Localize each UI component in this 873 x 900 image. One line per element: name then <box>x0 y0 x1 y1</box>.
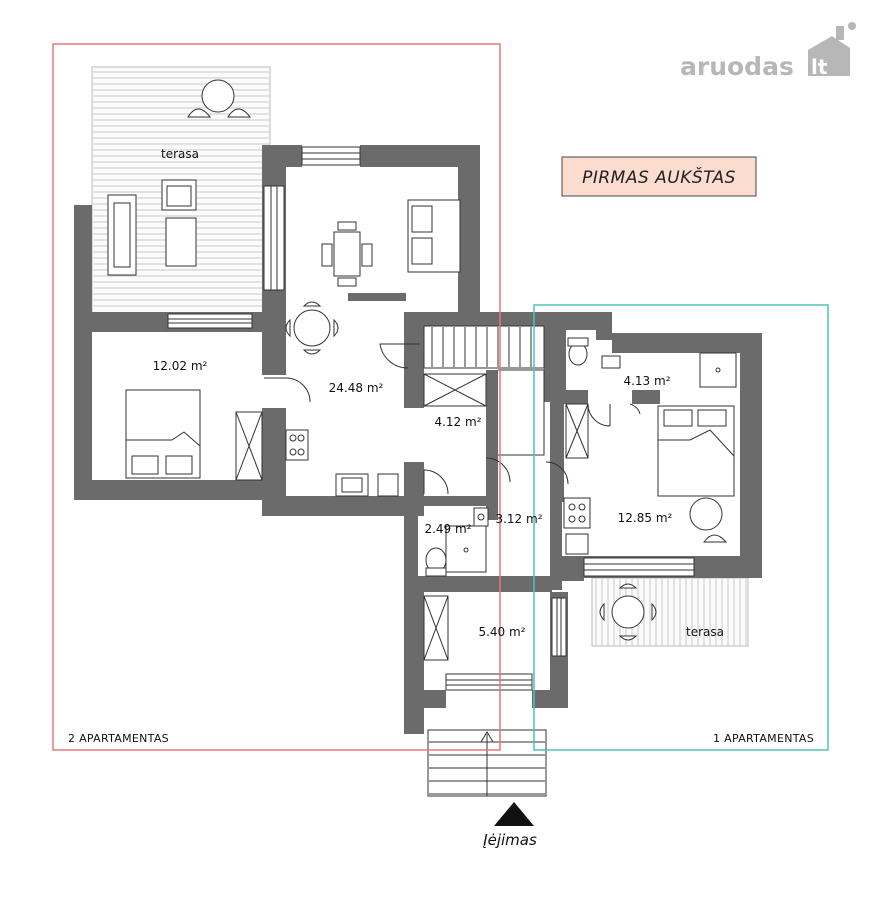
floor-title-box: PIRMAS AUKŠTAS <box>561 156 757 197</box>
windows <box>167 146 695 691</box>
apartment-1-outline: 1 APARTAMENTAS <box>533 304 829 751</box>
bathroom-right-fixtures <box>567 337 737 388</box>
room-label-hall-upper: 4.12 m² <box>434 415 481 429</box>
doors <box>264 377 641 495</box>
house-icon <box>808 22 856 76</box>
room-label-corridor: 3.12 m² <box>495 512 542 526</box>
living-furniture <box>285 199 461 355</box>
room-label-bathroom-right: 4.13 m² <box>623 374 670 388</box>
entrance-label: Įėjimas <box>482 831 537 849</box>
apartment-1-label: 1 APARTAMENTAS <box>713 732 814 745</box>
logo-text: aruodas <box>680 52 794 81</box>
stairs <box>379 325 545 456</box>
room-label-bathroom-left: 2.49 m² <box>424 522 471 536</box>
terrace-furniture-right <box>599 583 657 641</box>
apartment-2-label: 2 APARTAMENTAS <box>68 732 169 745</box>
room-label-living-kitchen: 24.48 m² <box>329 381 384 395</box>
room-label-studio-right: 12.85 m² <box>618 511 673 525</box>
terrace-furniture-left <box>107 79 252 276</box>
room-label-bedroom-left: 12.02 m² <box>153 359 208 373</box>
room-label-terrace-left: terasa <box>161 147 199 161</box>
floor-title: PIRMAS AUKŠTAS <box>582 166 736 188</box>
bathroom-left-fixtures <box>425 507 489 577</box>
entry-wardrobe <box>423 595 449 661</box>
studio-right-furniture <box>563 403 735 555</box>
room-label-terrace-right: terasa <box>686 625 724 639</box>
apartment-2-outline: 2 APARTAMENTAS <box>52 43 501 751</box>
left-bedroom-furniture <box>125 389 263 481</box>
entrance-stairs: Įėjimas <box>427 729 547 849</box>
kitchen-left <box>285 429 399 497</box>
aruodas-logo: aruodas lt <box>680 22 856 81</box>
entrance-arrow-icon <box>494 802 534 826</box>
logo-suffix: lt <box>811 55 828 79</box>
room-labels: terasa 12.02 m² 24.48 m² 4.12 m² 2.49 m²… <box>153 147 724 639</box>
room-label-entry-hall: 5.40 m² <box>478 625 525 639</box>
